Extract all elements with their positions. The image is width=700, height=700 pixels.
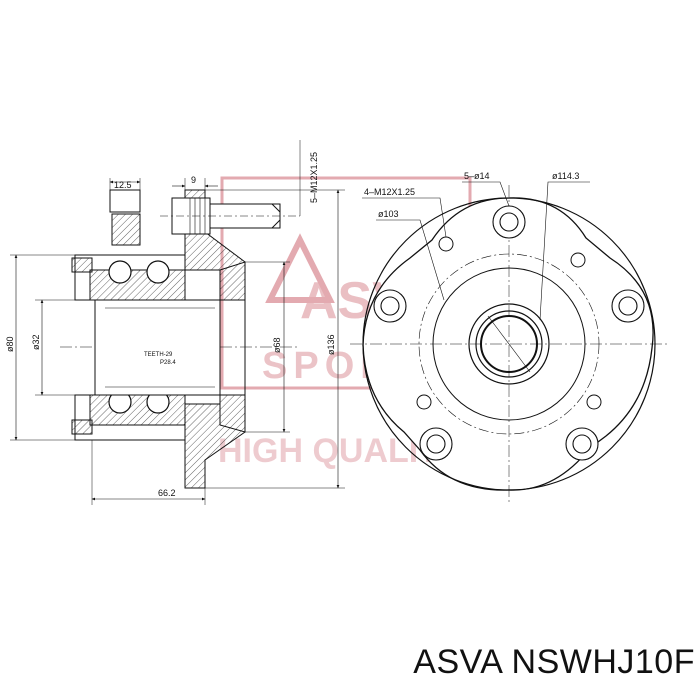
dim-flange-diameter: ø136 bbox=[326, 334, 336, 355]
inner-hub-upper bbox=[89, 269, 186, 301]
dim-pcd: ø114.3 bbox=[552, 171, 579, 181]
stud-hole-inner bbox=[380, 296, 400, 316]
threaded-hole bbox=[416, 394, 432, 410]
stud-hole bbox=[373, 289, 407, 323]
outer-ring-upper-hatch bbox=[111, 213, 141, 246]
stud-hole-inner bbox=[426, 434, 446, 454]
leader-stud-holes bbox=[462, 181, 510, 207]
diameter-line bbox=[487, 315, 531, 373]
leader-holes bbox=[362, 197, 447, 238]
stud-hole-inner bbox=[618, 296, 638, 316]
leader-pcd bbox=[539, 181, 590, 321]
side-view bbox=[10, 140, 345, 505]
wheel-stud bbox=[160, 197, 300, 235]
dim-flange-thickness: 12.5 bbox=[114, 180, 132, 190]
dim-holes: 4–M12X1.25 bbox=[364, 187, 415, 197]
stud-hole bbox=[611, 289, 645, 323]
dim-stud-holes: 5–ø14 bbox=[464, 171, 490, 181]
dim-outer-diameter: ø80 bbox=[5, 336, 15, 352]
outer-ring-upper bbox=[109, 189, 141, 213]
stud-hole-inner bbox=[499, 212, 519, 232]
leader-inner-circle bbox=[376, 219, 445, 301]
dim-pilot-diameter: ø68 bbox=[272, 337, 282, 353]
seal-upper bbox=[71, 257, 93, 273]
dim-overall-length: 66.2 bbox=[158, 488, 176, 498]
bore bbox=[94, 299, 221, 396]
stud-hole bbox=[419, 427, 453, 461]
stud-hole bbox=[492, 205, 526, 239]
dim-stud-thread: 5–M12X1.25 bbox=[309, 152, 319, 203]
dim-stud-offset: 9 bbox=[191, 175, 196, 185]
stud-hole bbox=[565, 427, 599, 461]
ball-upper-right bbox=[146, 260, 170, 284]
teeth-sub-label: P28.4 bbox=[160, 360, 176, 366]
teeth-label: TEETH-29 bbox=[144, 352, 173, 358]
threaded-hole bbox=[570, 252, 586, 268]
stud-hole-inner bbox=[572, 434, 592, 454]
front-view bbox=[350, 181, 668, 505]
hub-circle bbox=[468, 303, 550, 385]
inner-hub-lower bbox=[89, 394, 186, 426]
dim-bore-diameter: ø32 bbox=[31, 334, 41, 350]
threaded-hole bbox=[586, 394, 602, 410]
seal-lower bbox=[71, 419, 93, 435]
stud-holes bbox=[373, 205, 645, 461]
dim-inner-circle: ø103 bbox=[378, 209, 399, 219]
ball-upper-left bbox=[108, 260, 132, 284]
part-title: ASVA NSWHJ10F bbox=[413, 643, 695, 681]
